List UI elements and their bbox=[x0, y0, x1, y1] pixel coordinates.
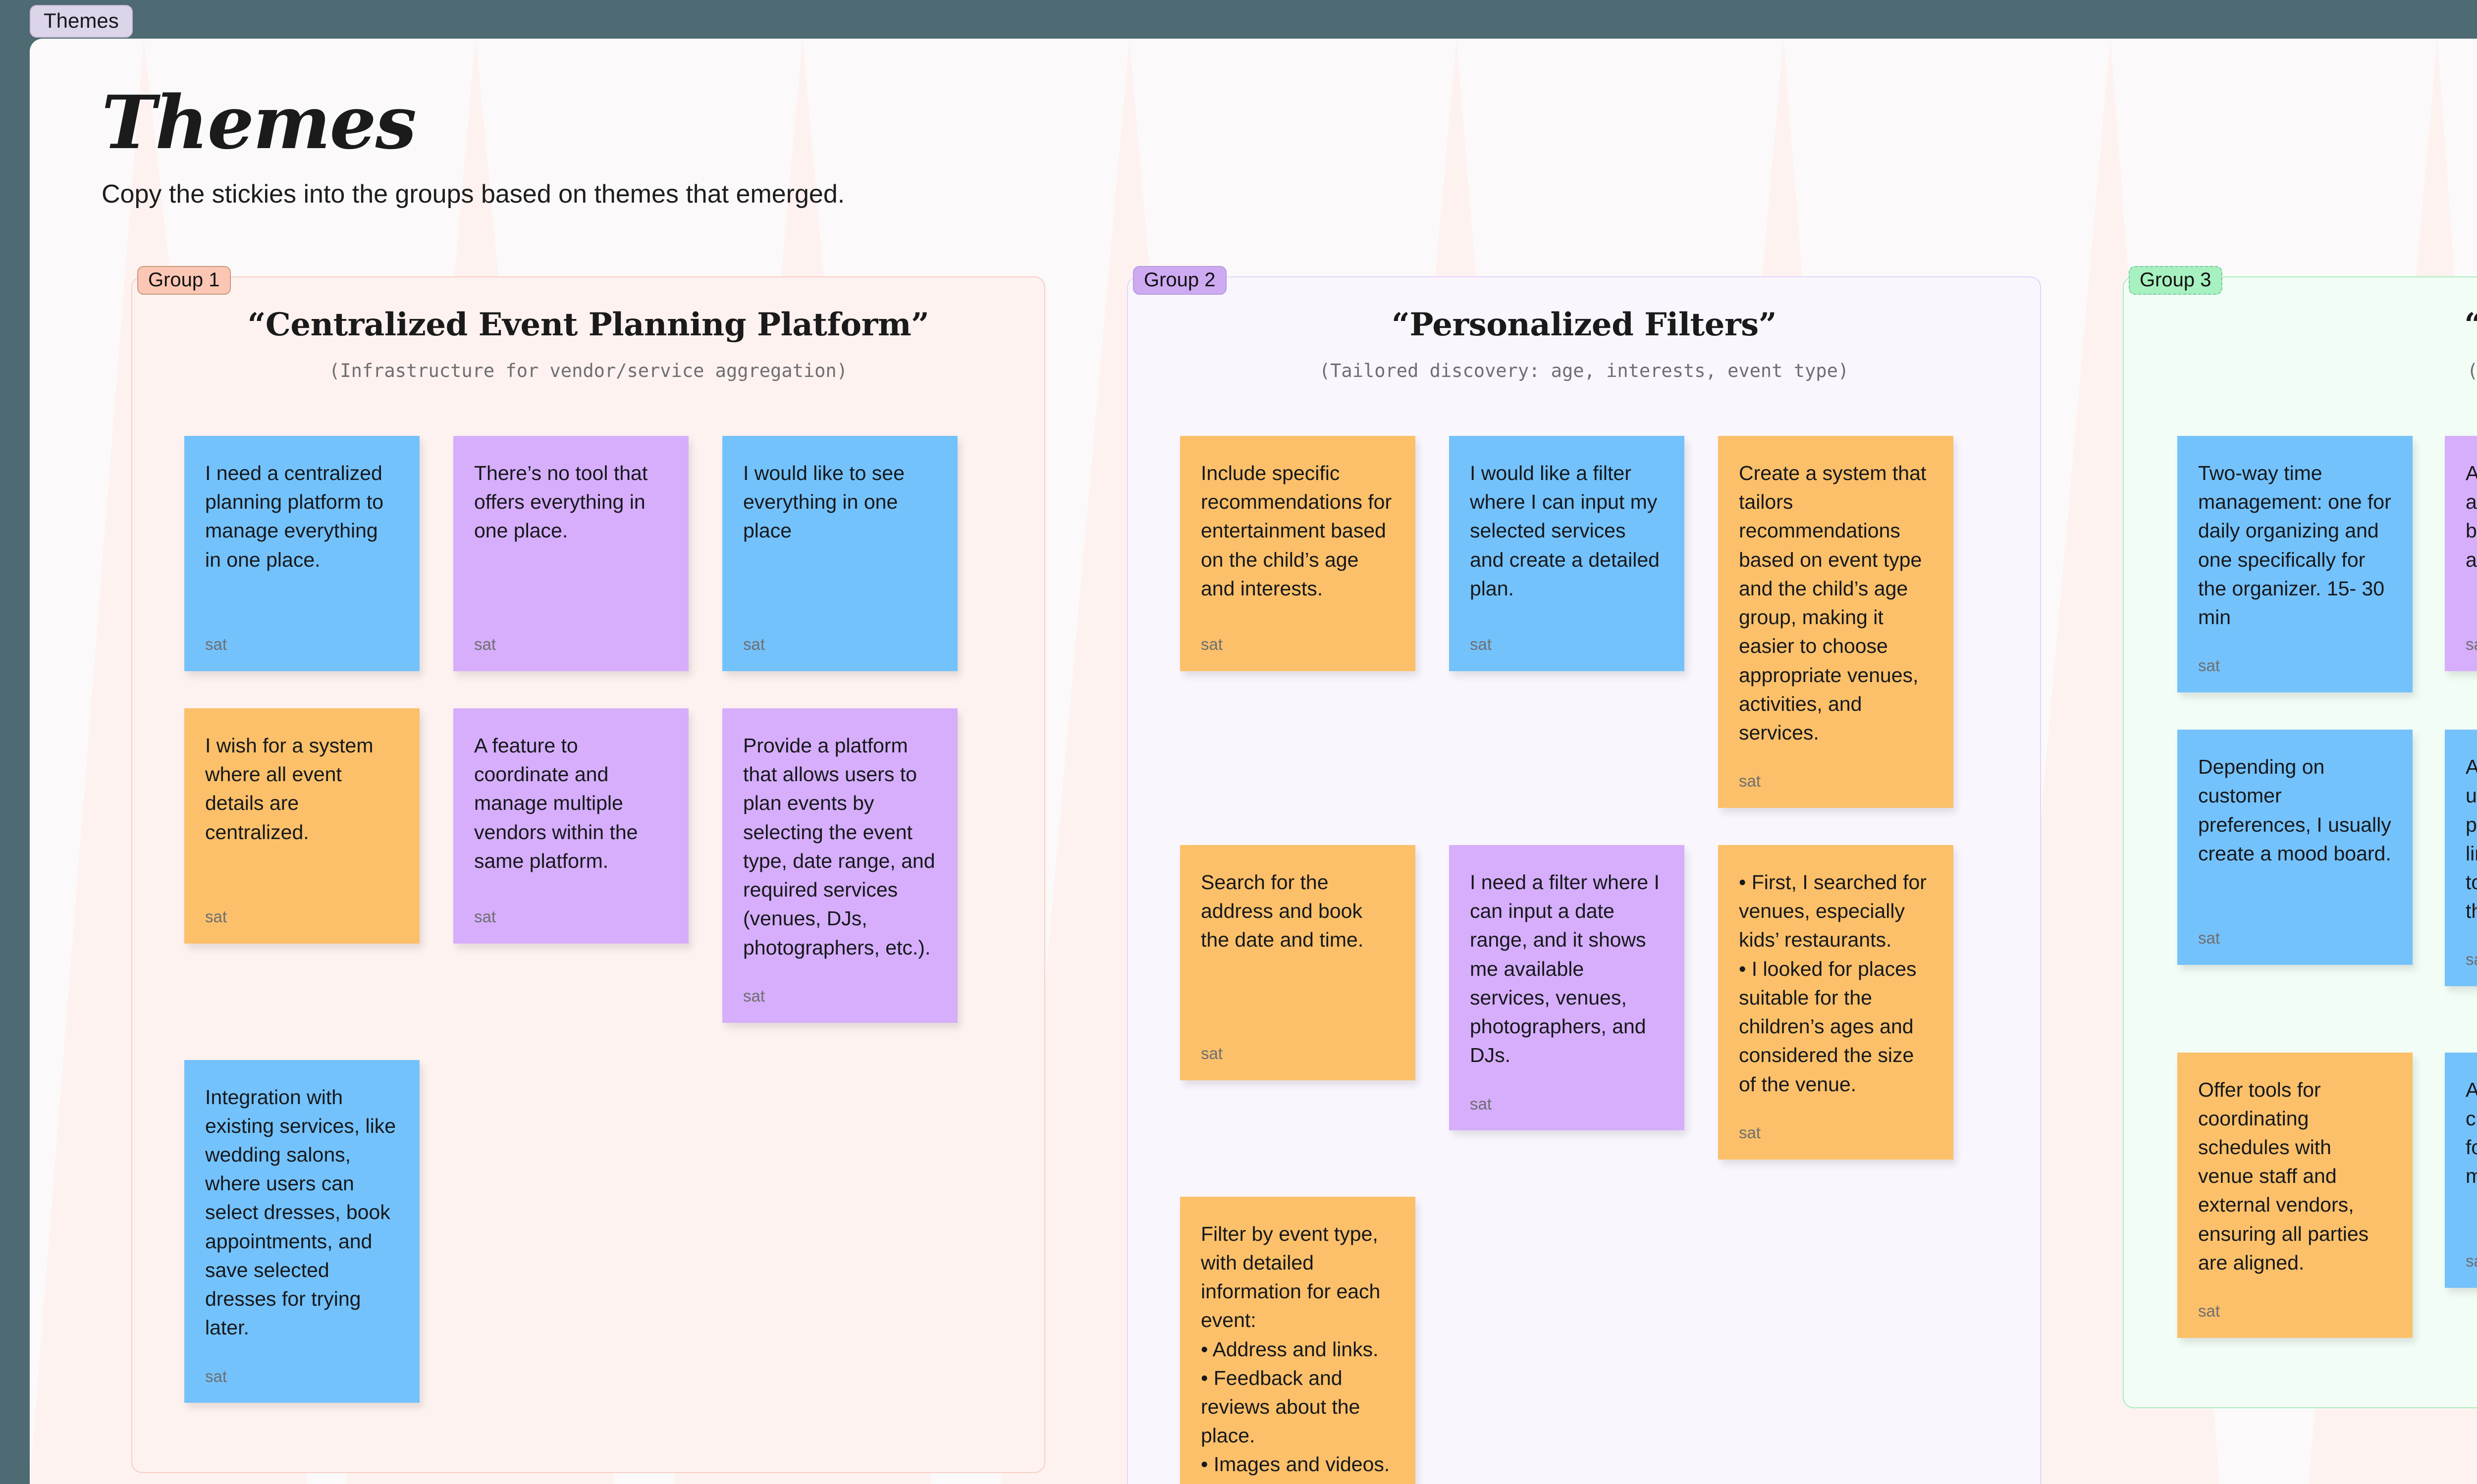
page-tab-themes[interactable]: Themes bbox=[30, 5, 133, 38]
sticky-text: An adjustable checklist that allows for … bbox=[2466, 1078, 2477, 1188]
group-panel-3[interactable]: Group 3 “Workflow & Collaboration” (Exec… bbox=[2123, 266, 2477, 1408]
sticky-author: sat bbox=[205, 907, 227, 926]
board-header: Themes Copy the stickies into the groups… bbox=[102, 86, 845, 210]
group-badge-3[interactable]: Group 3 bbox=[2129, 266, 2222, 295]
sticky-text: I wish for a system where all event deta… bbox=[205, 734, 374, 844]
sticky-text: A platform where users can upload photos… bbox=[2466, 755, 2477, 923]
sticky-note[interactable]: Create a system that tailors recommendat… bbox=[1718, 436, 1953, 808]
sticky-note[interactable]: Provide a platform that allows users to … bbox=[722, 708, 958, 1023]
sticky-text: I would like to see everything in one pl… bbox=[743, 462, 905, 542]
group-title-1: “Centralized Event Planning Platform” bbox=[247, 306, 929, 343]
sticky-note[interactable]: Two-way time management: one for daily o… bbox=[2177, 436, 2413, 693]
sticky-grid-3: Two-way time management: one for daily o… bbox=[2124, 381, 2477, 1407]
sticky-text: • First, I searched for venues, especial… bbox=[1739, 871, 1927, 1096]
sticky-author: sat bbox=[474, 635, 496, 654]
sticky-author: sat bbox=[2198, 929, 2220, 948]
sticky-author: sat bbox=[743, 986, 765, 1005]
group-caption-1: (Infrastructure for vendor/service aggre… bbox=[329, 360, 848, 381]
page-subtitle: Copy the stickies into the groups based … bbox=[102, 180, 845, 209]
sticky-author: sat bbox=[2198, 656, 2220, 675]
sticky-text: Search for the address and book the date… bbox=[1201, 871, 1364, 952]
sticky-author: sat bbox=[2466, 1251, 2477, 1270]
sticky-note[interactable]: An adjustable checklist that allows for … bbox=[2445, 1052, 2477, 1288]
tab-bar: Themes bbox=[0, 0, 133, 50]
sticky-note[interactable]: There’s no tool that offers everything i… bbox=[453, 436, 689, 671]
sticky-note[interactable]: Filter by event type, with detailed info… bbox=[1180, 1196, 1415, 1484]
sticky-text: I need a centralized planning platform t… bbox=[205, 462, 384, 571]
sticky-note[interactable]: I wish for a system where all event deta… bbox=[184, 708, 420, 944]
sticky-author: sat bbox=[2198, 1302, 2220, 1321]
sticky-author: sat bbox=[743, 635, 765, 654]
sticky-note[interactable]: I would like a filter where I can input … bbox=[1449, 436, 1684, 671]
sticky-text: Depending on customer preferences, I usu… bbox=[2198, 755, 2391, 865]
sticky-note[interactable]: Search for the address and book the date… bbox=[1180, 845, 1415, 1081]
group-panel-2[interactable]: Group 2 “Personalized Filters” (Tailored… bbox=[1127, 266, 2041, 1484]
sticky-note[interactable]: I need a filter where I can input a date… bbox=[1449, 845, 1684, 1131]
sticky-note[interactable]: Include specific recommendations for ent… bbox=[1180, 436, 1415, 671]
sticky-note[interactable]: Additionally, the date and time needed t… bbox=[2445, 436, 2477, 671]
sticky-author: sat bbox=[1470, 1094, 1492, 1113]
sticky-author: sat bbox=[1739, 772, 1761, 791]
sticky-author: sat bbox=[1201, 1044, 1223, 1063]
sticky-author: sat bbox=[2466, 635, 2477, 654]
sticky-text: Additionally, the date and time needed t… bbox=[2466, 462, 2477, 571]
group-badge-2[interactable]: Group 2 bbox=[1133, 266, 1227, 295]
group-panel-1[interactable]: Group 1 “Centralized Event Planning Plat… bbox=[131, 266, 1045, 1474]
sticky-note[interactable]: I need a centralized planning platform t… bbox=[184, 436, 420, 671]
group-title-2: “Personalized Filters” bbox=[1392, 306, 1777, 343]
sticky-author: sat bbox=[205, 635, 227, 654]
sticky-text: Create a system that tailors recommendat… bbox=[1739, 462, 1927, 744]
sticky-note[interactable]: A feature to coordinate and manage multi… bbox=[453, 708, 689, 944]
sticky-author: sat bbox=[1739, 1123, 1761, 1142]
sticky-note[interactable]: Offer tools for coordinating schedules w… bbox=[2177, 1052, 2413, 1338]
sticky-text: Filter by event type, with detailed info… bbox=[1201, 1222, 1390, 1484]
group-title-3: “Workflow & Collaboration” bbox=[2124, 306, 2477, 343]
sticky-author: sat bbox=[205, 1367, 227, 1385]
sticky-text: Provide a platform that allows users to … bbox=[743, 734, 935, 959]
page-title: Themes bbox=[102, 79, 417, 165]
sticky-note[interactable]: Depending on customer preferences, I usu… bbox=[2177, 730, 2413, 965]
sticky-text: I would like a filter where I can input … bbox=[1470, 462, 1660, 600]
sticky-text: I need a filter where I can input a date… bbox=[1470, 871, 1660, 1067]
sticky-text: Integration with existing services, like… bbox=[205, 1085, 396, 1339]
sticky-text: Include specific recommendations for ent… bbox=[1201, 462, 1392, 600]
sticky-note[interactable]: A platform where users can upload photos… bbox=[2445, 730, 2477, 987]
sticky-author: sat bbox=[2466, 950, 2477, 969]
sticky-text: Two-way time management: one for daily o… bbox=[2198, 462, 2391, 629]
sticky-text: Offer tools for coordinating schedules w… bbox=[2198, 1078, 2369, 1274]
board-canvas: Themes Copy the stickies into the groups… bbox=[30, 39, 2477, 1484]
group-caption-2: (Tailored discovery: age, interests, eve… bbox=[1319, 360, 1849, 381]
groups-row: Group 1 “Centralized Event Planning Plat… bbox=[30, 266, 2477, 1484]
sticky-text: There’s no tool that offers everything i… bbox=[474, 462, 648, 542]
sticky-note[interactable]: Integration with existing services, like… bbox=[184, 1060, 420, 1403]
sticky-grid-2: Include specific recommendations for ent… bbox=[1128, 381, 2040, 1484]
sticky-grid-1: I need a centralized planning platform t… bbox=[132, 381, 1044, 1472]
sticky-note[interactable]: I would like to see everything in one pl… bbox=[722, 436, 958, 671]
group-badge-1[interactable]: Group 1 bbox=[137, 266, 231, 295]
sticky-author: sat bbox=[1470, 635, 1492, 654]
sticky-author: sat bbox=[1201, 635, 1223, 654]
sticky-text: A feature to coordinate and manage multi… bbox=[474, 734, 638, 872]
sticky-author: sat bbox=[474, 907, 496, 926]
sticky-note[interactable]: • First, I searched for venues, especial… bbox=[1718, 845, 1953, 1160]
group-caption-3: (Execution: timelines, checklists, teamw… bbox=[2467, 360, 2477, 381]
